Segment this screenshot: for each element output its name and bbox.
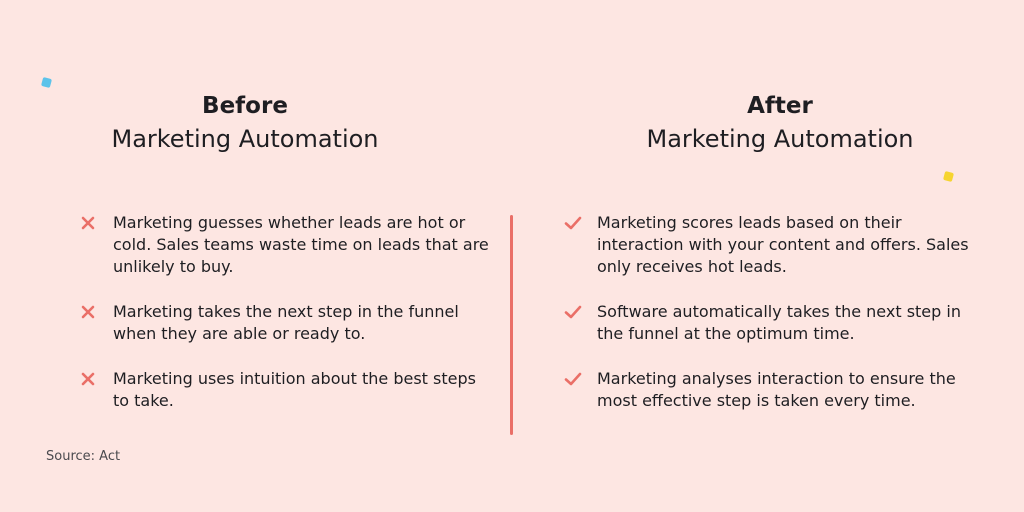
- after-list: Marketing scores leads based on their in…: [564, 212, 974, 435]
- after-title-subheading: Marketing Automation: [646, 125, 914, 153]
- cross-icon: [81, 216, 95, 230]
- after-list-item: Marketing scores leads based on their in…: [564, 212, 974, 278]
- before-item-text: Marketing takes the next step in the fun…: [113, 302, 459, 343]
- decorative-square-blue: [40, 76, 53, 89]
- source-note: Source: Act: [46, 449, 121, 464]
- before-list-item: Marketing uses intuition about the best …: [80, 368, 490, 412]
- checkmark-icon: [564, 372, 582, 386]
- column-divider: [510, 215, 513, 435]
- after-list-item: Software automatically takes the next st…: [564, 301, 974, 345]
- checkmark-icon: [564, 216, 582, 230]
- after-item-text: Marketing scores leads based on their in…: [597, 213, 969, 276]
- before-list-item: Marketing takes the next step in the fun…: [80, 301, 490, 345]
- before-list-item: Marketing guesses whether leads are hot …: [80, 212, 490, 278]
- before-title-subheading: Marketing Automation: [111, 125, 379, 153]
- before-title: Before Marketing Automation: [40, 90, 450, 156]
- checkmark-icon: [564, 305, 582, 319]
- after-title-heading: After: [747, 93, 813, 119]
- before-title-heading: Before: [202, 93, 288, 119]
- after-title: After Marketing Automation: [575, 90, 985, 156]
- after-list-item: Marketing analyses interaction to ensure…: [564, 368, 974, 412]
- before-list: Marketing guesses whether leads are hot …: [80, 212, 490, 435]
- before-item-text: Marketing uses intuition about the best …: [113, 369, 476, 410]
- decorative-square-yellow: [942, 170, 955, 183]
- before-item-text: Marketing guesses whether leads are hot …: [113, 213, 489, 276]
- after-item-text: Marketing analyses interaction to ensure…: [597, 369, 956, 410]
- cross-icon: [81, 305, 95, 319]
- after-item-text: Software automatically takes the next st…: [597, 302, 961, 343]
- cross-icon: [81, 372, 95, 386]
